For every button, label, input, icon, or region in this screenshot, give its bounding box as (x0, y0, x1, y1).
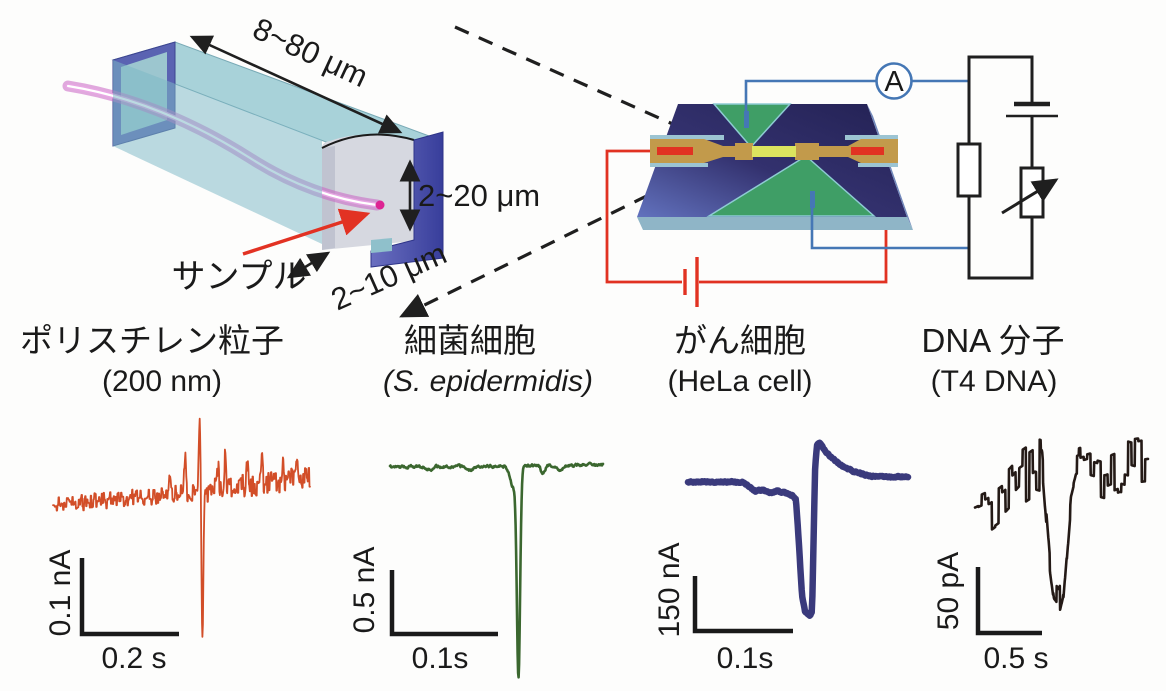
chip-channel-layer-right-lower (858, 163, 898, 167)
channel-front-face (113, 60, 322, 244)
panel-polystyrene: ポリスチレン粒子 (200 nm) 0.1 nA 0.2 s (20, 322, 311, 675)
measurement-circuit: A (744, 55, 1059, 280)
chip-top-electrode-pad (712, 103, 792, 149)
trace-bacteria (388, 461, 605, 679)
scale-y-label: 0.5 nA (348, 547, 381, 634)
panel-hela: がん細胞 (HeLa cell) 150 nA 0.1s (653, 322, 912, 675)
blue-circuit-wire (744, 79, 969, 250)
chip-front-side (637, 217, 913, 230)
scale-x-label: 0.1s (717, 642, 774, 675)
sample-pointer-arrow (242, 208, 371, 256)
scale-x-label: 0.1s (412, 642, 469, 675)
ammeter-label: A (884, 66, 904, 98)
sample-particle-dot (375, 200, 385, 210)
variable-resistor-arrow (1001, 178, 1059, 215)
scale-bar (975, 567, 1042, 636)
scale-x-label: 0.2 s (101, 642, 166, 675)
channel-height-label: 2~20 μm (418, 178, 540, 213)
chip-gold-pad-center-right (795, 143, 819, 160)
chip-diagram (605, 103, 913, 307)
chip-channel-layer-left (650, 135, 724, 140)
panel-title: DNA 分子 (921, 322, 1064, 359)
width-dimension-arrow (286, 251, 331, 279)
trace-polystyrene (52, 417, 311, 638)
trace-dna (973, 437, 1150, 612)
channel-dome-edge (321, 133, 415, 149)
channel-frame-notch (371, 238, 392, 253)
chip-bottom-electrode-pad (706, 155, 876, 217)
panel-dna: DNA 分子 (T4 DNA) 50 pA 0.5 s (921, 322, 1150, 675)
chip-channel-layer-right (845, 135, 898, 140)
chip-blue-probe-bottom (810, 191, 815, 208)
panel-title: 細菌細胞 (404, 322, 536, 359)
panel-subtitle: (HeLa cell) (667, 365, 812, 398)
scale-x-label: 0.5 s (983, 642, 1048, 675)
trace-hela (684, 439, 912, 619)
chip-channel-layer-left-lower (650, 163, 708, 167)
scale-bar (692, 576, 793, 634)
chip-red-contact-left (657, 147, 693, 155)
scale-bar (79, 558, 179, 637)
variable-resistor-icon (1019, 166, 1045, 219)
panel-title: がん細胞 (674, 322, 806, 359)
length-dimension-arrow (189, 35, 403, 134)
panel-bacteria: 細菌細胞 (S. epidermidis) 0.5 nA 0.1s (348, 322, 605, 679)
chip-red-contact-right (851, 147, 884, 155)
fixed-resistor-icon (956, 142, 982, 198)
chip-nanochannel-window (752, 146, 796, 157)
scale-y-label: 0.1 nA (44, 550, 77, 637)
channel-diagram: 8~80 μm 2~20 μm 2~10 μm サンプル (62, 11, 540, 317)
scale-bar (389, 570, 498, 637)
chip-blue-probe-top (744, 111, 749, 128)
panel-subtitle: (T4 DNA) (931, 365, 1058, 398)
scale-y-label: 150 nA (653, 542, 686, 637)
ammeter-icon (875, 62, 913, 100)
sample-label: サンプル (172, 258, 307, 296)
chip-gold-pad-center-left (735, 143, 753, 160)
scale-y-label: 50 pA (932, 552, 965, 630)
panel-subtitle: (200 nm) (102, 365, 222, 398)
channel-right-end-frame (370, 131, 444, 268)
panel-subtitle: (S. epidermidis) (383, 365, 593, 398)
panel-title: ポリスチレン粒子 (20, 322, 284, 359)
